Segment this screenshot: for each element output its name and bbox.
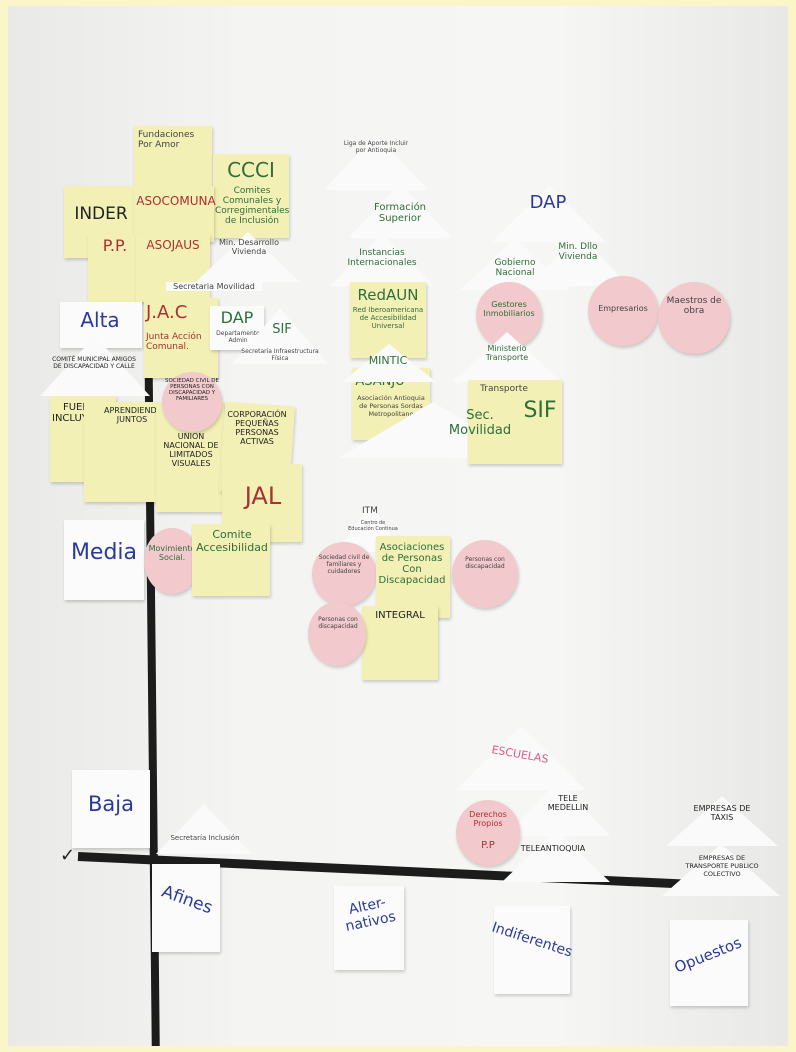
text-empresas-taxis: EMPRESAS DE TAXIS bbox=[693, 804, 751, 822]
text-formacion: Formación Superior bbox=[373, 202, 427, 224]
text-personas-disc2: Personas con discapacidad bbox=[465, 556, 505, 570]
text-inder: INDER bbox=[74, 204, 128, 224]
text-itm-sub: Centro de Educación Continua bbox=[348, 520, 398, 532]
note-comite-acc bbox=[192, 524, 270, 596]
note-personas-disc bbox=[308, 602, 366, 666]
text-fundaciones: Fundaciones Por Amor bbox=[138, 130, 195, 150]
text-maestros: Maestros de obra bbox=[666, 296, 722, 316]
text-ccci-sub: Comites Comunales y Corregimentales de I… bbox=[215, 186, 290, 226]
text-movimiento: Movimiento Social. bbox=[148, 544, 196, 562]
text-integral: INTEGRAL bbox=[375, 610, 425, 621]
text-junta: Junta Acción Comunal. bbox=[146, 332, 202, 352]
note-aprendiendo bbox=[84, 402, 158, 502]
note-baja bbox=[72, 770, 150, 848]
note-transporte bbox=[468, 380, 562, 464]
text-min-vivienda: Min. Dllo Vivienda bbox=[558, 242, 598, 262]
text-instancias: Instancias Internacionales bbox=[347, 248, 417, 268]
wall-photo: ✓ Fundaciones Por Amor CCCI Comites Comu… bbox=[8, 6, 788, 1046]
text-ministerio: Ministerio Transporte bbox=[485, 344, 529, 362]
text-asociaciones: Asociaciones de Personas Con Discapacida… bbox=[378, 542, 446, 586]
text-itm: ITM bbox=[362, 506, 378, 516]
note-personas-disc2 bbox=[452, 540, 518, 608]
text-empresas-transporte: EMPRESAS DE TRANSPORTE PUBLICO COLECTIVO bbox=[685, 854, 759, 878]
text-sociedad-civil: SOCIEDAD CIVIL DE PERSONAS CON DISCAPACI… bbox=[164, 378, 219, 402]
note-derechos bbox=[456, 800, 520, 866]
note-sec-inclusion bbox=[156, 804, 252, 854]
note-alternativos bbox=[334, 886, 404, 970]
text-gestores: Gestores Inmobiliarios bbox=[483, 300, 535, 318]
note-media bbox=[64, 520, 144, 600]
text-asanju-sub: Asociación Antioquia de Personas Sordas … bbox=[357, 394, 425, 418]
text-jal: JAL bbox=[244, 482, 282, 510]
text-asojaus: ASOJAUS bbox=[146, 238, 200, 252]
text-fuerza: FUERZA INCLUYENTE bbox=[52, 402, 114, 424]
text-gobierno: Gobierno Nacional bbox=[494, 258, 536, 278]
text-asocomuna: ASOCOMUNA bbox=[136, 194, 216, 208]
text-derechos-pp: P.P bbox=[481, 840, 495, 851]
note-integral bbox=[362, 606, 438, 680]
text-dap-right: DAP bbox=[529, 192, 567, 213]
note-maestros bbox=[658, 282, 730, 354]
text-mintic: MINTIC bbox=[368, 354, 408, 367]
text-baja: Baja bbox=[88, 792, 134, 816]
text-personas-disc: Personas con discapacidad bbox=[318, 616, 358, 630]
text-tele-medellin: TELE MEDELLIN bbox=[547, 794, 589, 812]
text-sociedad-civil-mid: Sociedad civil de familiares y cuidadore… bbox=[318, 554, 370, 575]
text-comite-acc: Comite Accesibilidad bbox=[196, 528, 268, 554]
note-sociedad-civil bbox=[162, 372, 222, 432]
text-redaun-sub: Red Iberoamericana de Accesibilidad Univ… bbox=[352, 306, 424, 330]
text-sec-movilidad: Sec. Movilidad bbox=[448, 408, 512, 438]
text-alta: Alta bbox=[80, 308, 120, 332]
note-sociedad-civil-mid bbox=[312, 542, 376, 606]
text-transporte: Transporte bbox=[480, 384, 528, 394]
note-pp bbox=[88, 234, 142, 302]
text-lig-aporte: Liga de Aporte Incluir por Antioquia bbox=[343, 140, 409, 154]
note-empresarios bbox=[588, 276, 658, 346]
text-sif-left-sub: Secretaria Infraestructura Física bbox=[241, 348, 319, 362]
note-movimiento bbox=[144, 528, 200, 594]
text-teleantioquia: TELEANTIOQUIA bbox=[520, 844, 586, 853]
text-aprendiendo: APRENDIENDO JUNTOS bbox=[104, 406, 163, 424]
check-mark: ✓ bbox=[60, 845, 76, 866]
text-media: Media bbox=[70, 540, 138, 565]
text-min-desarrollo: Min. Desarrollo Vivienda bbox=[219, 238, 279, 256]
text-empresarios: Empresarios bbox=[598, 304, 648, 313]
text-ccci: CCCI bbox=[227, 158, 275, 182]
text-sec-inclusion: Secretaría Inclusión bbox=[170, 834, 240, 842]
note-opuestos bbox=[670, 920, 748, 1006]
text-corporacion: CORPORACIÓN PEQUEÑAS PERSONAS ACTIVAS bbox=[227, 410, 287, 446]
text-pp: P.P. bbox=[102, 236, 128, 255]
text-derechos: Derechos Propios bbox=[469, 810, 507, 828]
text-jac: J.A.C bbox=[146, 302, 188, 323]
note-jac bbox=[144, 298, 218, 378]
text-comite-municipal: COMITÉ MUNICIPAL AMIGOS DE DISCAPACIDAD … bbox=[52, 356, 136, 370]
note-ccci bbox=[213, 154, 289, 238]
note-asocomuna bbox=[134, 186, 214, 242]
note-indiferentes bbox=[494, 906, 570, 994]
text-dap-left-sub: Departamento Admin bbox=[216, 330, 260, 344]
note-afines bbox=[152, 864, 220, 952]
text-union: UNION NACIONAL DE LIMITADOS VISUALES bbox=[163, 432, 219, 468]
text-redaun: RedAUN bbox=[357, 286, 419, 304]
note-asociaciones bbox=[376, 536, 450, 618]
text-sec-movilidad-top: Secretaria Movilidad bbox=[166, 282, 262, 291]
text-sif-right: SIF bbox=[523, 398, 557, 423]
text-dap-left: DAP bbox=[220, 308, 254, 327]
text-sif-left: SIF bbox=[272, 322, 292, 337]
note-alta bbox=[60, 302, 142, 348]
